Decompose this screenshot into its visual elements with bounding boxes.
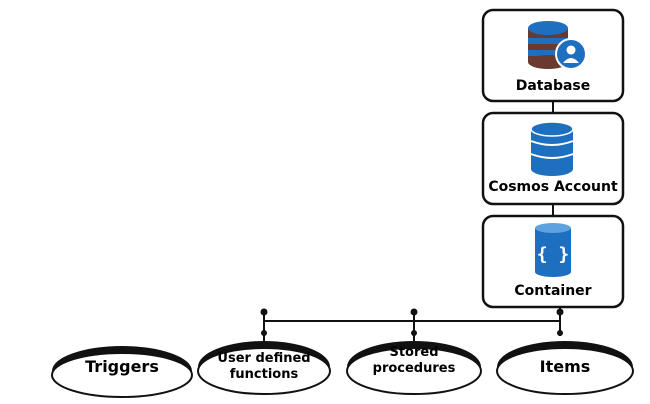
box-label-cosmos-account: Cosmos Account xyxy=(488,179,618,195)
database-icon xyxy=(530,121,574,176)
ellipse-udf xyxy=(197,341,331,395)
ellipse-label-udf: User defined functions xyxy=(217,351,311,383)
ellipse-triggers xyxy=(51,346,193,398)
connector-dots xyxy=(260,308,564,336)
svg-text:{ }: { } xyxy=(537,244,570,265)
database-user-icon xyxy=(528,21,587,70)
ellipse-stored-procedures xyxy=(346,341,482,395)
dot-udf-top xyxy=(260,308,268,316)
dot-udf-bottom xyxy=(261,330,267,336)
box-container: { } xyxy=(481,214,625,309)
box-database xyxy=(481,8,625,103)
dot-sp-bottom xyxy=(411,330,417,336)
dot-items-bottom xyxy=(557,330,563,336)
ellipse-items xyxy=(496,341,634,395)
ellipse-label-stored-procedures: Stored procedures xyxy=(372,345,456,377)
box-label-database: Database xyxy=(515,78,591,94)
box-label-container: Container xyxy=(514,283,592,299)
box-cosmos-account xyxy=(481,111,625,206)
container-braces-icon: { } xyxy=(535,223,571,277)
dot-sp-top xyxy=(410,308,418,316)
ellipse-label-items: Items xyxy=(539,357,591,376)
ellipse-label-triggers: Triggers xyxy=(85,357,159,376)
dot-items-top xyxy=(556,308,564,316)
